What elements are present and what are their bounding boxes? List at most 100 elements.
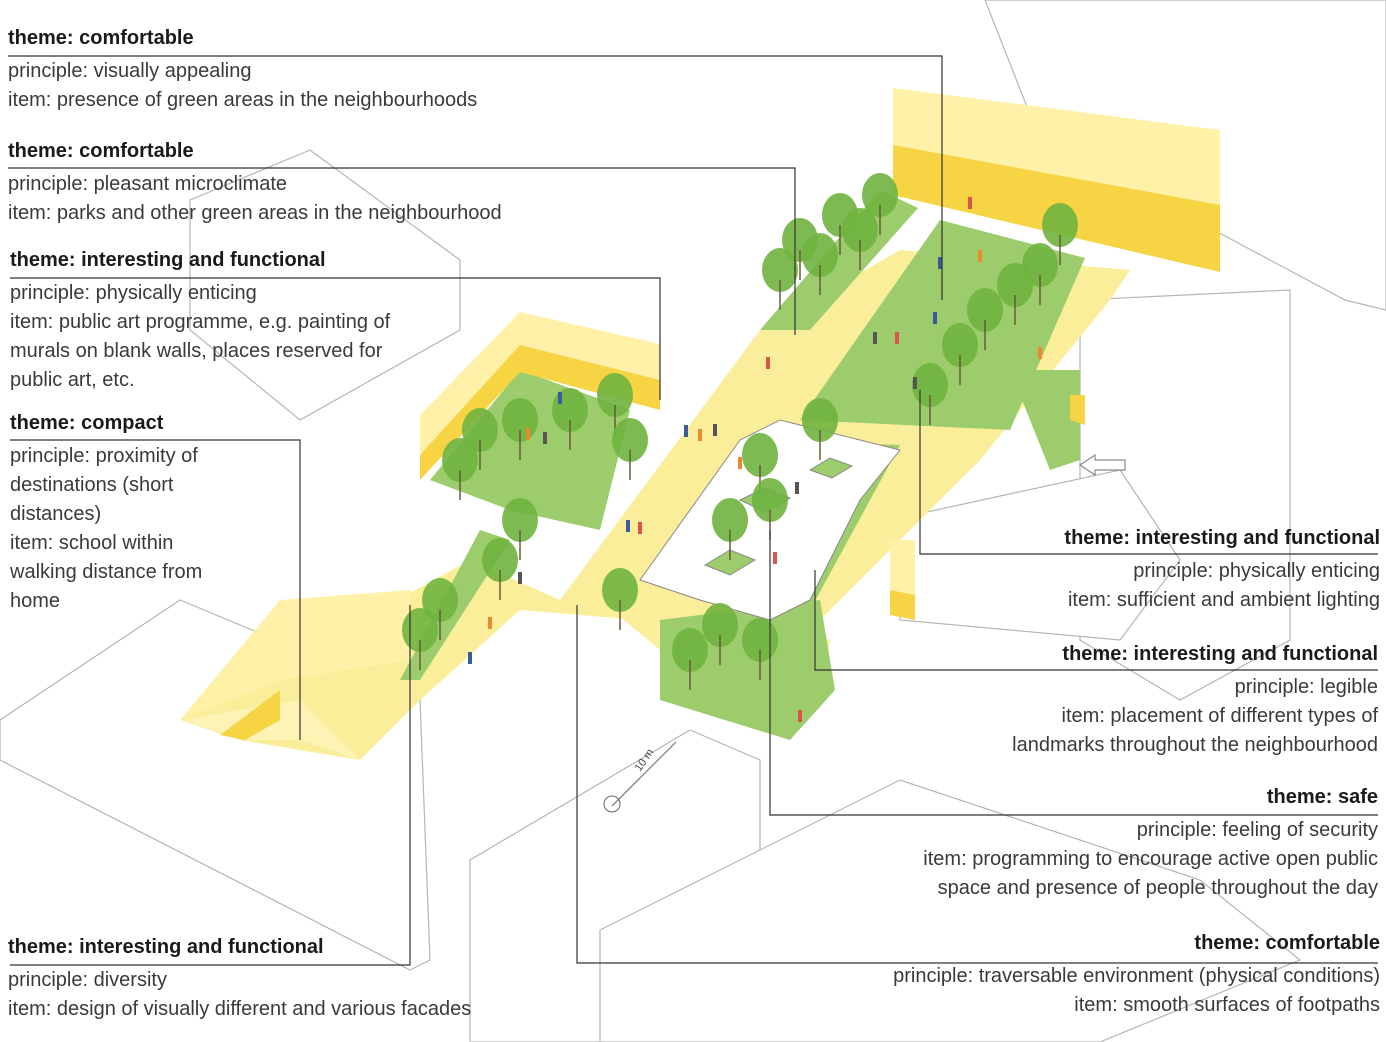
person-icon <box>468 652 472 664</box>
annotation-line: item: parks and other green areas in the… <box>8 202 502 224</box>
annotation-line: principle: feeling of security <box>1136 819 1378 841</box>
annotation-theme: theme: comfortable <box>1194 932 1380 954</box>
person-icon <box>738 457 742 469</box>
annotation-visually-appealing: theme: comfortable principle: visually a… <box>8 24 477 115</box>
leader-8 <box>769 530 1378 816</box>
annotation-line: item: programming to encourage active op… <box>923 848 1378 870</box>
tree-icon <box>842 208 878 252</box>
tree-icon <box>422 578 458 622</box>
annotation-line: landmarks throughout the neighbourhood <box>1012 734 1378 756</box>
tree-icon <box>482 538 518 582</box>
annotation-line: principle: legible <box>1234 676 1378 698</box>
tree-icon <box>802 233 838 277</box>
person-icon <box>873 332 877 344</box>
person-icon <box>978 250 982 262</box>
annotation-theme: theme: safe <box>1266 786 1378 808</box>
facade-school-dark <box>420 345 660 480</box>
tree-icon <box>612 418 648 462</box>
annotation-line: principle: physically enticing <box>10 282 257 304</box>
person-icon <box>795 482 799 494</box>
tree-icon <box>602 568 638 612</box>
annotation-line: item: public art programme, e.g. paintin… <box>10 311 391 333</box>
annotation-theme: theme: interesting and functional <box>1064 527 1380 549</box>
person-icon <box>766 357 770 369</box>
park-north-strip <box>760 190 918 330</box>
tree-icon <box>402 608 438 652</box>
leader-3 <box>10 277 661 400</box>
annotation-line: principle: pleasant microclimate <box>8 173 288 195</box>
people <box>468 197 1042 722</box>
annotation-compact: theme: compact principle: proximity of d… <box>10 409 202 616</box>
person-icon <box>713 424 717 436</box>
annotation-line: item: sufficient and ambient lighting <box>1067 589 1380 611</box>
lower-left-plaza <box>180 700 360 760</box>
tree-icon <box>802 398 838 442</box>
leader-6 <box>919 390 1378 555</box>
leader-9 <box>576 605 1378 964</box>
person-icon <box>1038 347 1042 359</box>
building-left-upper <box>189 149 461 421</box>
annotation-theme: theme: comfortable <box>8 140 194 162</box>
tree-icon <box>997 263 1033 307</box>
annotation-line: item: smooth surfaces of footpaths <box>1074 994 1380 1016</box>
tree-icon <box>912 363 948 407</box>
tree-icon <box>862 173 898 217</box>
person-icon <box>543 432 547 444</box>
annotation-line: principle: diversity <box>8 969 167 991</box>
facade-right-pillar <box>1070 395 1085 425</box>
annotation-line: destinations (short <box>10 474 174 496</box>
annotation-line: principle: traversable environment (phys… <box>893 965 1380 987</box>
park-east-lawn <box>1010 370 1080 470</box>
bench-planter-1 <box>703 549 757 576</box>
annotation-theme: theme: interesting and functional <box>10 249 326 271</box>
tree-icon <box>442 438 478 482</box>
annotation-line: principle: physically enticing <box>1133 560 1380 582</box>
bench-planter-3 <box>808 457 854 479</box>
annotation-line: item: placement of different types of <box>1061 705 1378 727</box>
tree-icon <box>752 478 788 522</box>
person-icon <box>938 257 942 269</box>
facade-school-light <box>420 312 660 455</box>
annotation-line: item: design of visually different and v… <box>8 998 472 1020</box>
person-icon <box>698 429 702 441</box>
tree-icon <box>462 408 498 452</box>
annotation-theme: theme: compact <box>10 412 164 434</box>
annotation-lighting: theme: interesting and functional princi… <box>1064 524 1380 615</box>
leader-5 <box>10 605 411 966</box>
tree-icon <box>1042 203 1078 247</box>
annotation-diversity: theme: interesting and functional princi… <box>8 933 471 1024</box>
tree-icon <box>762 248 798 292</box>
annotation-line: public art, etc. <box>10 369 135 391</box>
annotation-traversable: theme: comfortable principle: traversabl… <box>893 929 1380 1020</box>
annotation-theme: theme: interesting and functional <box>1062 643 1378 665</box>
person-icon <box>488 617 492 629</box>
tree-icon <box>597 373 633 417</box>
tree-icon <box>967 288 1003 332</box>
person-icon <box>798 710 802 722</box>
building-bottom-right <box>599 779 1302 1042</box>
annotation-legible: theme: interesting and functional princi… <box>1012 640 1378 760</box>
leader-2 <box>8 167 796 335</box>
person-icon <box>638 522 642 534</box>
annotation-line: item: school within <box>10 532 174 554</box>
facade-lower-left-light <box>180 590 410 720</box>
tree-icon <box>672 628 708 672</box>
annotation-safe: theme: safe principle: feeling of securi… <box>923 783 1378 903</box>
leader-1 <box>8 55 943 300</box>
tree-icon <box>742 433 778 477</box>
annotation-line: distances) <box>10 503 102 525</box>
leader-7 <box>814 570 1378 671</box>
tree-icon <box>742 618 778 662</box>
person-icon <box>913 377 917 389</box>
person-icon <box>895 332 899 344</box>
annotation-line: walking distance from <box>10 561 203 583</box>
annotation-pleasant-microclimate: theme: comfortable principle: pleasant m… <box>8 137 502 228</box>
facade-lower-left-dark <box>220 690 280 740</box>
annotation-line: murals on blank walls, places reserved f… <box>10 340 383 362</box>
annotation-theme: theme: interesting and functional <box>8 936 324 958</box>
annotation-line: principle: visually appealing <box>8 60 252 82</box>
person-icon <box>773 552 777 564</box>
annotation-line: principle: proximity of <box>10 445 198 467</box>
